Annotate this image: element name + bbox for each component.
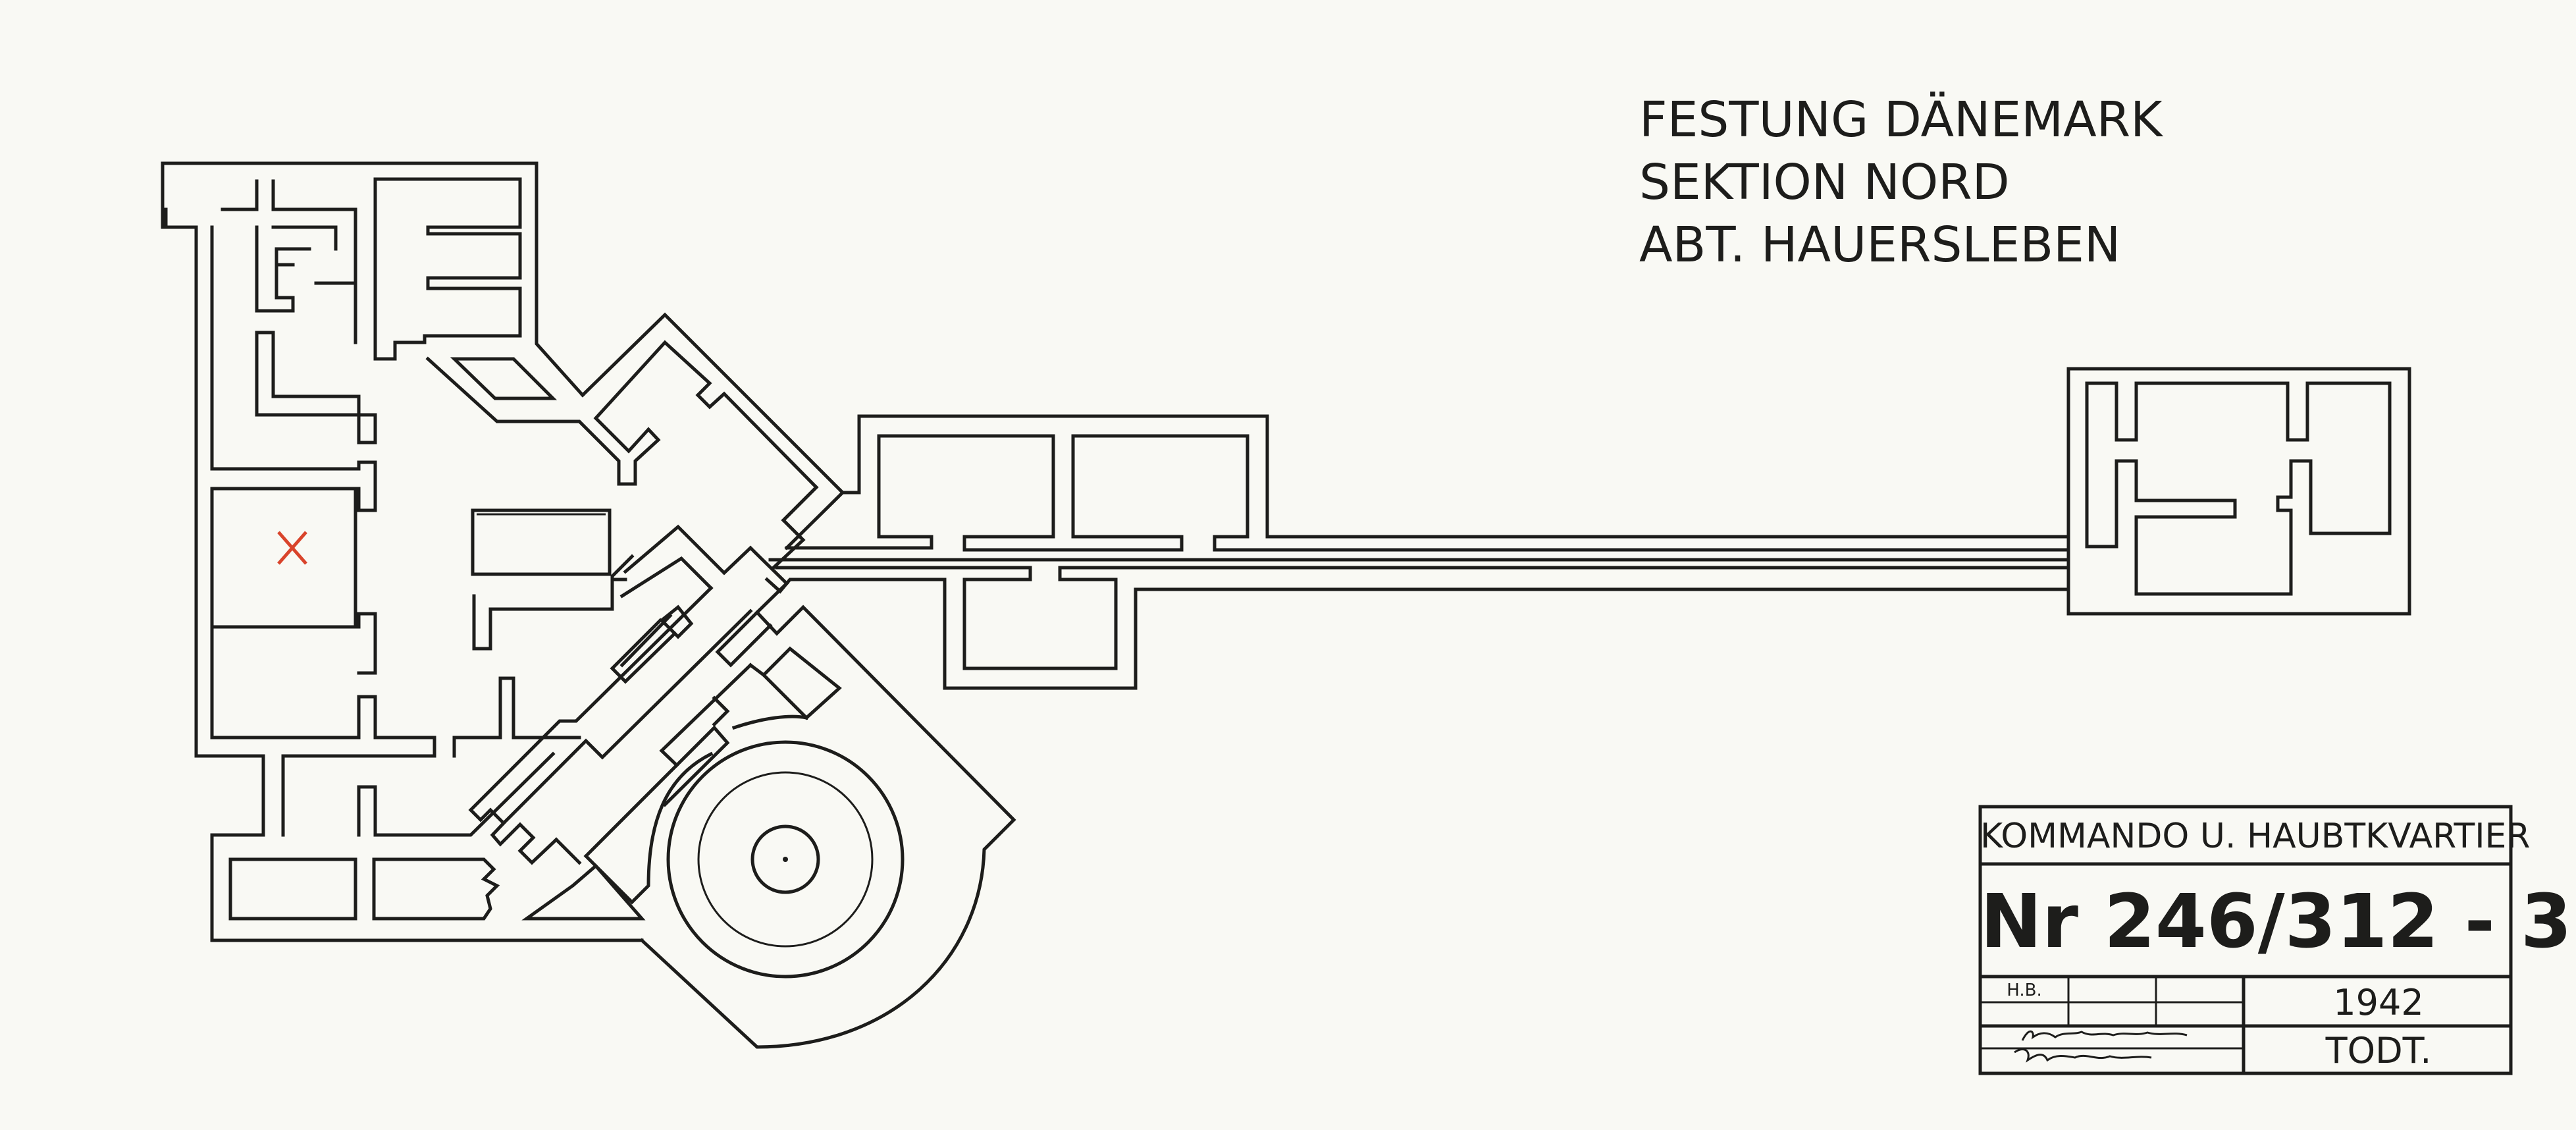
east-gallery <box>764 414 2070 690</box>
west-wing <box>161 161 644 942</box>
stamp-header: KOMMANDO U. HAUBTKVARTIER <box>1980 817 2531 856</box>
title-line-department: ABT. HAUERSLEBEN <box>1639 217 2121 273</box>
stamp-year: 1942 <box>2333 982 2424 1023</box>
signature <box>2014 1030 2188 1063</box>
stamp-frame <box>1978 805 2513 1075</box>
east-block <box>2066 367 2411 616</box>
stamp-initials: H.B. <box>2007 981 2042 1000</box>
title-line-section: SEKTION NORD <box>1639 154 2010 211</box>
cross-mark-icon <box>277 531 307 565</box>
drawing-title: FESTUNG DÄNEMARK SEKTION NORD ABT. HAUER… <box>1639 89 2163 277</box>
central-block <box>425 312 845 599</box>
stamp-number: Nr 246/312 - 3 <box>1980 879 2572 965</box>
title-line-fortress: FESTUNG DÄNEMARK <box>1639 92 2163 148</box>
south-wing <box>468 485 1016 1049</box>
stamp-builder: TODT. <box>2325 1030 2432 1071</box>
